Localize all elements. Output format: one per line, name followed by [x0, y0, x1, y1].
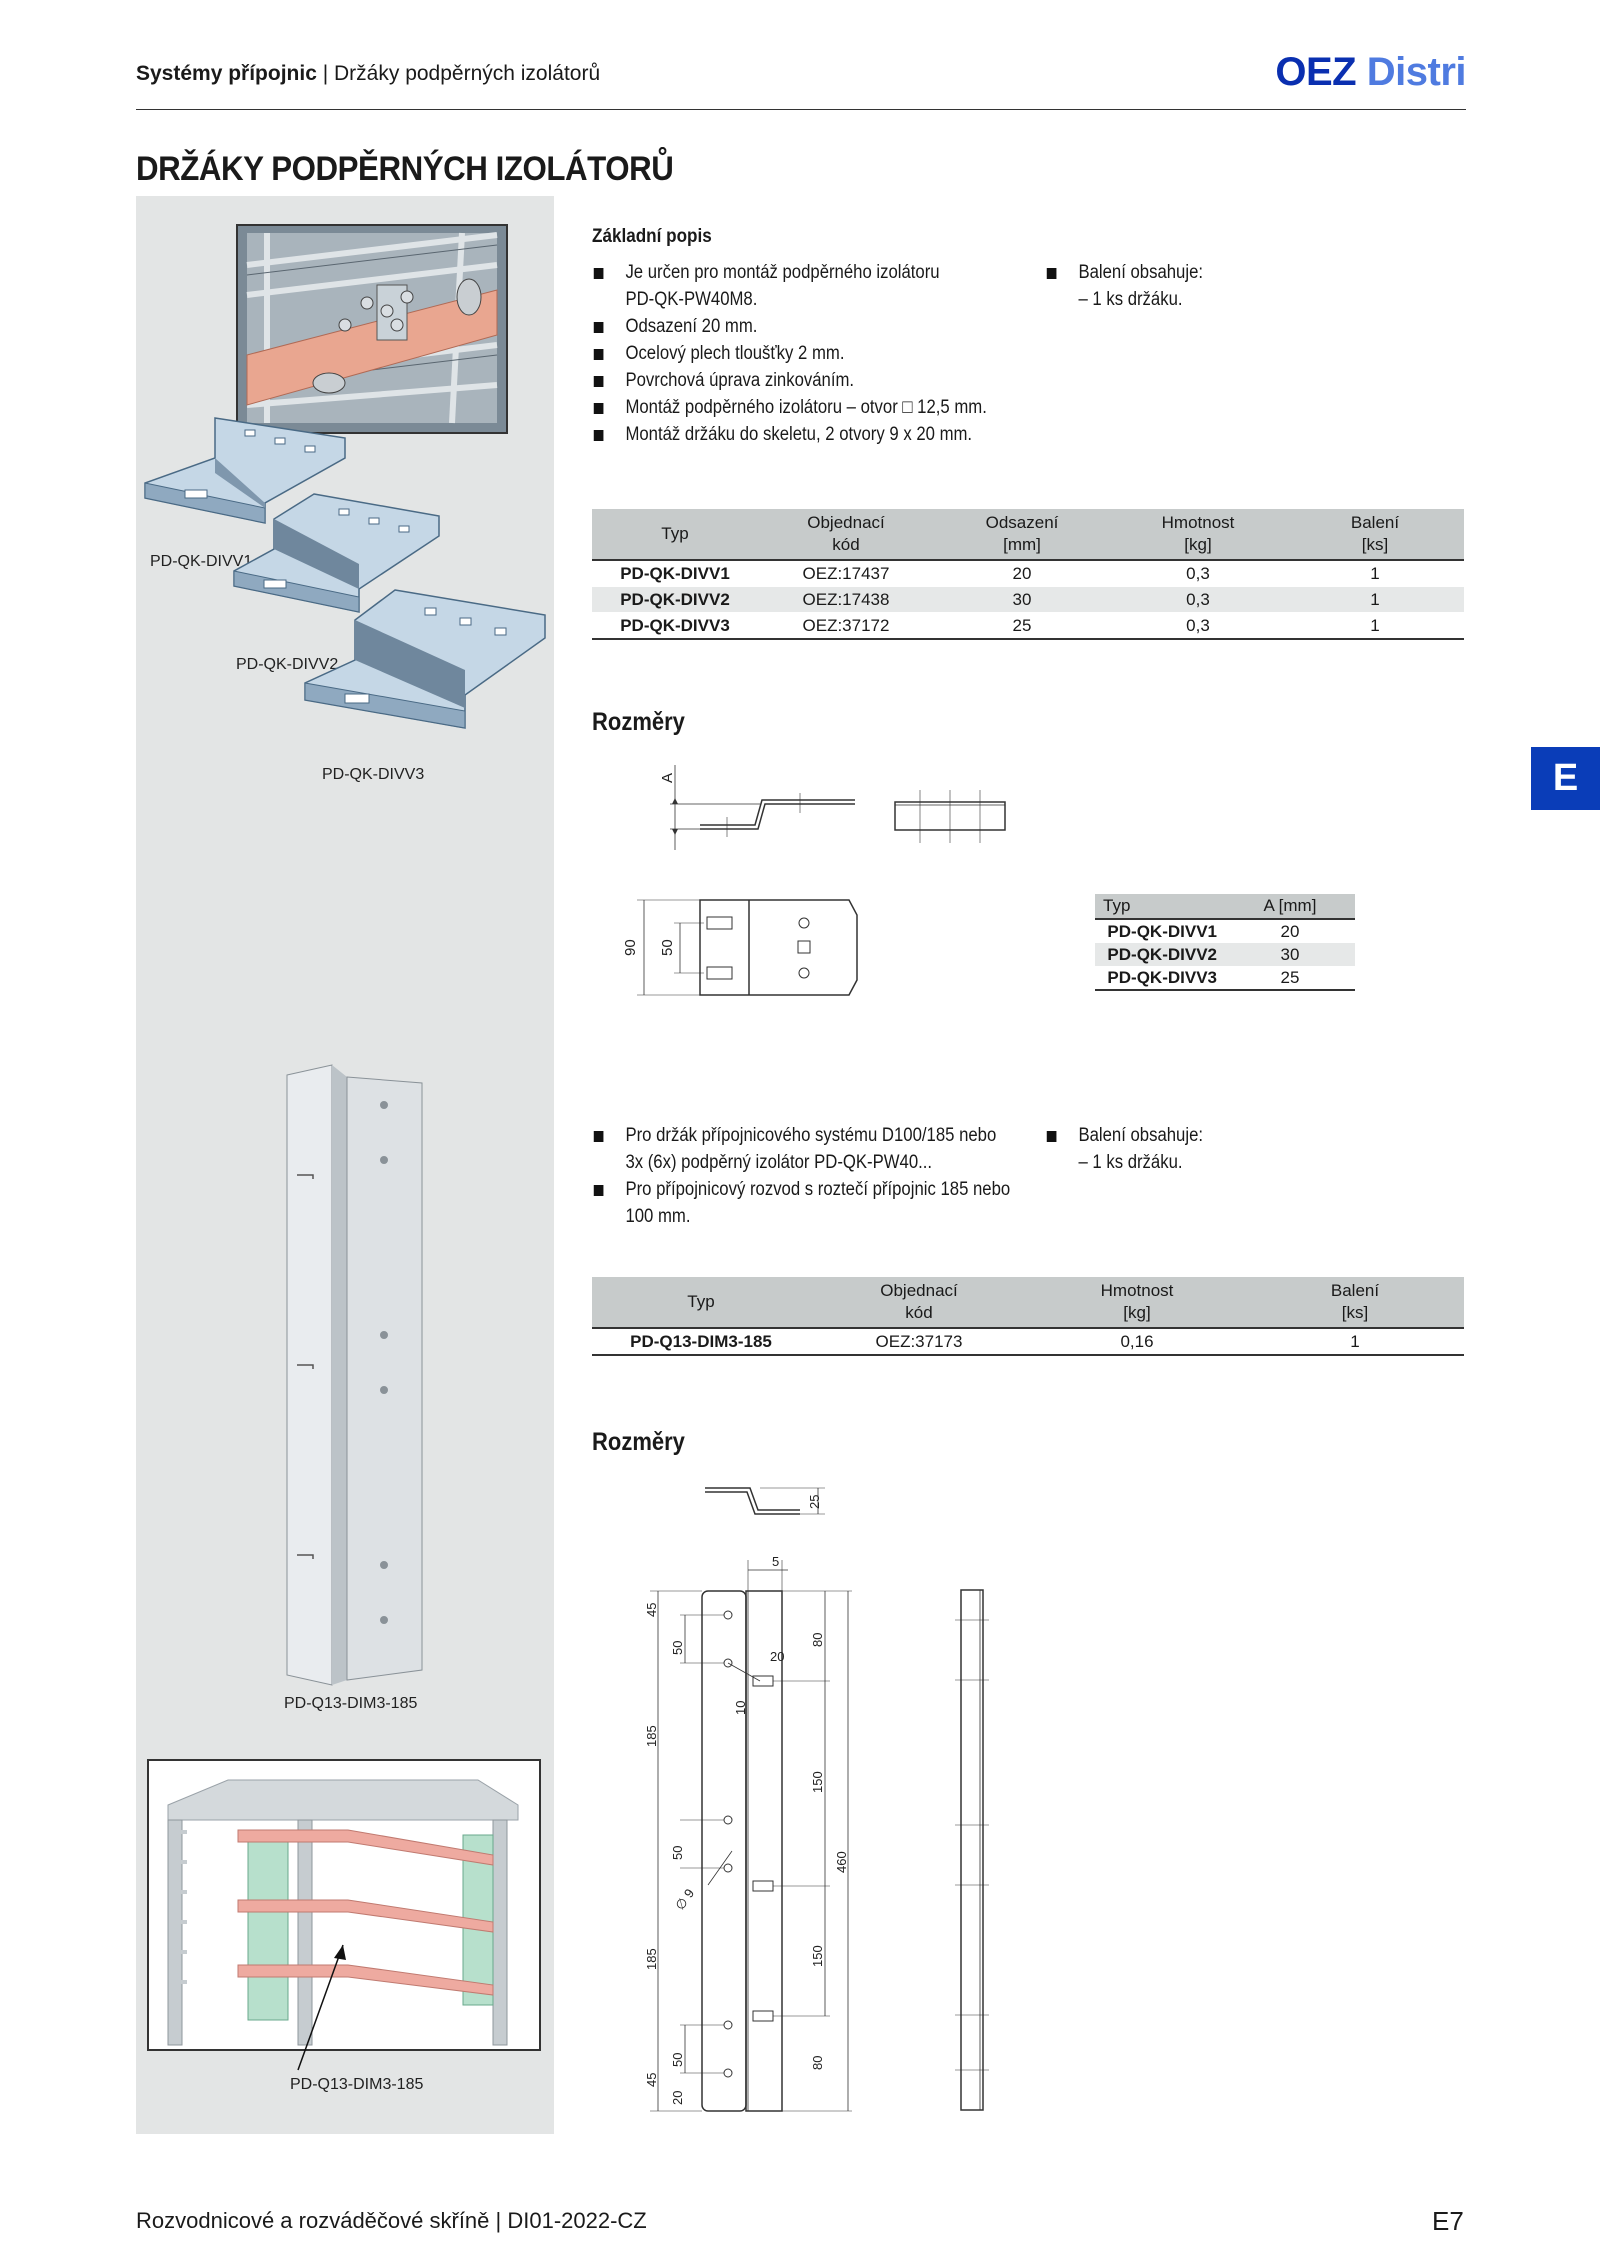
bracket-dim3-image	[286, 1064, 423, 1686]
dim-50-label: 50	[659, 939, 676, 956]
column-header: Hmotnost[kg]	[1161, 513, 1235, 554]
table-row: PD-QK-DIVV3 25	[1095, 966, 1355, 991]
dim-50-top-label: 50	[670, 1641, 685, 1655]
dim-150-bottom-label: 150	[810, 1945, 825, 1967]
list-item: Je určen pro montáž podpěrného izolátoru…	[592, 259, 987, 313]
list-item: Pro držák přípojnicového systému D100/18…	[592, 1122, 1010, 1176]
list-item: Povrchová úprava zinkováním.	[592, 367, 987, 394]
header-breadcrumb: Systémy přípojnic | Držáky podpěrných iz…	[136, 62, 601, 85]
section2-dimensions-heading: Rozměry	[592, 1428, 685, 1456]
installation-photo-divv	[236, 224, 508, 434]
page-title: DRŽÁKY PODPĚRNÝCH IZOLÁTORŮ	[136, 150, 674, 188]
column-header: Typ	[1095, 894, 1225, 920]
dim-150-top-label: 150	[810, 1771, 825, 1793]
list-item: Balení obsahuje:	[1045, 1122, 1203, 1149]
installation-photo-dim3	[147, 1759, 541, 2071]
dim-50-mid-label: 50	[670, 1846, 685, 1860]
bracket-divv3-image	[304, 589, 546, 729]
dim-185-top-label: 185	[644, 1725, 659, 1747]
section1-package-list: Balení obsahuje:	[1045, 259, 1203, 286]
list-item: Montáž držáku do skeletu, 2 otvory 9 x 2…	[592, 421, 987, 448]
column-header: A [mm]	[1225, 894, 1355, 920]
dim3-profile-drawing: 25	[705, 1487, 825, 1515]
dim-hole-9-label: ∅ 9	[672, 1886, 697, 1913]
list-item: Pro přípojnicový rozvod s roztečí přípoj…	[592, 1176, 1010, 1230]
column-header: Balení[ks]	[1330, 1281, 1380, 1322]
dim-50-bottom-label: 50	[670, 2053, 685, 2067]
label-divv3: PD-QK-DIVV3	[322, 766, 425, 783]
dim3-front-view-drawing: 5 45 50 20 80 10 185 150 50 460 ∅ 9 185 …	[644, 1554, 852, 2112]
label-divv2: PD-QK-DIVV2	[236, 656, 339, 673]
section2-package-list: Balení obsahuje:	[1045, 1122, 1203, 1149]
section1-dimensions-heading: Rozměry	[592, 708, 685, 736]
oez-distri-logo: OEZ Distri	[1275, 50, 1466, 94]
table-row: PD-QK-DIVV3 OEZ:37172 25 0,3 1	[592, 612, 1464, 640]
section1-description-list: Je určen pro montáž podpěrného izolátoru…	[592, 259, 987, 448]
dim-a-label: A	[659, 773, 676, 783]
bracket-divv1-image	[144, 417, 346, 524]
header-subsection: Držáky podpěrných izolátorů	[334, 62, 601, 85]
dim-460-label: 460	[834, 1851, 849, 1873]
list-item: Ocelový plech tloušťky 2 mm.	[592, 340, 987, 367]
table-row: PD-QK-DIVV1 20	[1107, 922, 1300, 941]
section2-package-sub: – 1 ks držáku.	[1078, 1152, 1183, 1173]
dim-45-top-label: 45	[644, 1603, 659, 1617]
table-header-row: Typ A [mm]	[1095, 894, 1355, 920]
footer-page-number: E7	[1432, 2206, 1464, 2236]
section1-heading: Základní popis	[592, 226, 712, 247]
dim-45-bottom-label: 45	[644, 2073, 659, 2087]
dim-10-label: 10	[733, 1701, 748, 1715]
column-header: Hmotnost[kg]	[1100, 1281, 1174, 1322]
section2-description-list: Pro držák přípojnicového systému D100/18…	[592, 1122, 1010, 1230]
dim3-side-view-drawing	[955, 1589, 989, 2111]
list-item: Montáž podpěrného izolátoru – otvor □ 12…	[592, 394, 987, 421]
divv-top-view-drawing: 90 50	[622, 899, 858, 996]
divv-side-view-drawing: A	[659, 765, 1006, 850]
list-item: Odsazení 20 mm.	[592, 313, 987, 340]
section1-package-sub: – 1 ks držáku.	[1078, 289, 1183, 310]
dim-90-label: 90	[622, 939, 639, 956]
page-header: Systémy přípojnic | Držáky podpěrných iz…	[136, 50, 1467, 110]
bracket-divv2-image	[233, 493, 440, 613]
column-header: Balení[ks]	[1350, 513, 1400, 554]
header-section: Systémy přípojnic	[136, 62, 317, 85]
dim-20-bottom-label: 20	[670, 2091, 685, 2105]
dim-80-top-label: 80	[810, 1633, 825, 1647]
table-row: PD-QK-DIVV2 OEZ:17438 30 0,3 1	[592, 586, 1464, 613]
dim-20-top-label: 20	[770, 1649, 784, 1664]
label-divv1: PD-QK-DIVV1	[150, 553, 253, 570]
dim-80-bottom-label: 80	[810, 2056, 825, 2070]
label-dim3: PD-Q13-DIM3-185	[284, 1695, 418, 1712]
section1-dimension-table: Typ A [mm] PD-QK-DIVV1 20 PD-QK-DIVV2 30…	[1095, 894, 1355, 991]
label-dim3-install: PD-Q13-DIM3-185	[290, 2076, 424, 2093]
table-row: PD-Q13-DIM3-185 OEZ:37173 0,16 1	[592, 1328, 1464, 1356]
list-item: Balení obsahuje:	[1045, 259, 1203, 286]
footer-catalog-name: Rozvodnicové a rozváděčové skříně | DI01…	[136, 2208, 647, 2233]
table-row: PD-QK-DIVV1 OEZ:17437 20 0,3 1	[592, 560, 1464, 587]
column-header: Odsazení[mm]	[985, 513, 1059, 554]
chapter-tab-e: E	[1531, 747, 1600, 810]
column-header: Typ	[687, 1292, 715, 1311]
dim-25-label: 25	[807, 1495, 822, 1509]
column-header: Typ	[661, 524, 689, 543]
dim-185-bottom-label: 185	[644, 1948, 659, 1970]
table-row: PD-QK-DIVV2 30	[1095, 943, 1355, 966]
dim-5-label: 5	[772, 1554, 779, 1569]
